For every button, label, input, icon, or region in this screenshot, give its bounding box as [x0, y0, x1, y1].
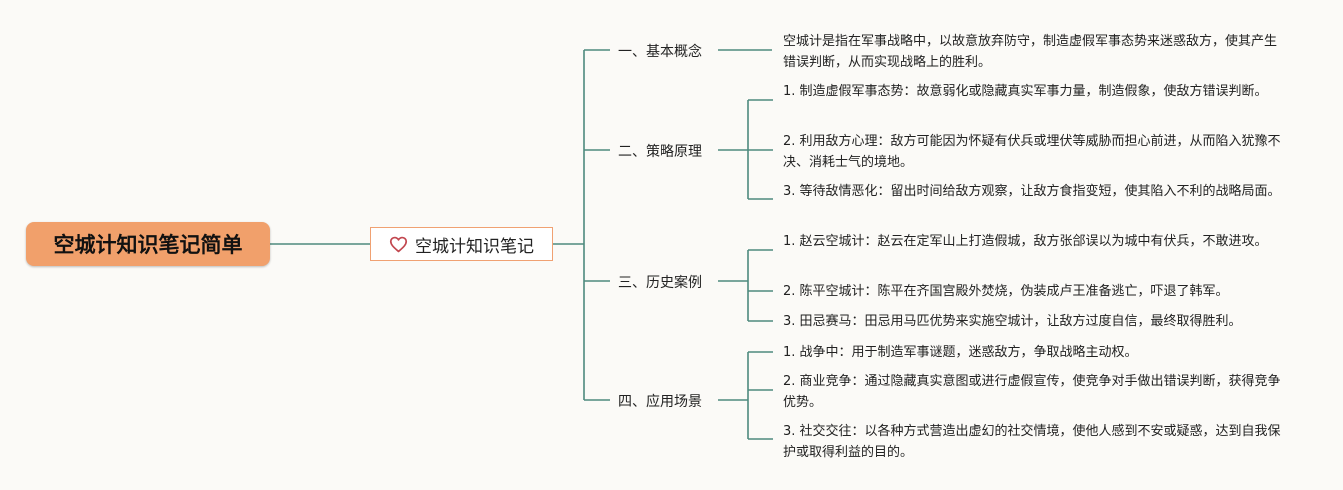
branch-label: 一、基本概念: [618, 44, 702, 60]
branch-historical-cases[interactable]: 三、历史案例: [618, 272, 702, 292]
center-label: 空城计知识笔记: [415, 236, 534, 257]
leaf-case-2[interactable]: 2. 陈平空城计：陈平在齐国宫殿外焚烧，伪装成卢王准备逃亡，吓退了韩军。: [783, 284, 1229, 299]
root-title: 空城计知识笔记简单: [53, 233, 243, 257]
branch-basic-concept[interactable]: 一、基本概念: [618, 41, 702, 61]
leaf-case-3[interactable]: 3. 田忌赛马：田忌用马匹优势来实施空城计，让敌方过度自信，最终取得胜利。: [783, 314, 1242, 329]
leaf-principle-1[interactable]: 1. 制造虚假军事态势：故意弱化或隐藏真实军事力量，制造假象，使敌方错误判断。: [783, 84, 1268, 99]
leaf-scenario-1[interactable]: 1. 战争中：用于制造军事谜题，迷惑敌方，争取战略主动权。: [783, 345, 1138, 360]
branch-application-scenarios[interactable]: 四、应用场景: [618, 391, 702, 411]
leaf-case-1[interactable]: 1. 赵云空城计：赵云在定军山上打造假城，敌方张郃误以为城中有伏兵，不敢进攻。: [783, 234, 1268, 249]
leaf-basic-concept[interactable]: 空城计是指在军事战略中，以故意放弃防守，制造虚假军事态势来迷惑敌方，使其产生错误…: [783, 34, 1278, 70]
leaf-principle-3[interactable]: 3. 等待敌情恶化：留出时间给敌方观察，让敌方食指变短，使其陷入不利的战略局面。: [783, 184, 1281, 199]
center-node[interactable]: 空城计知识笔记: [370, 227, 553, 261]
root-node[interactable]: 空城计知识笔记简单: [26, 222, 270, 266]
branch-label: 二、策略原理: [618, 144, 702, 160]
leaf-principle-2[interactable]: 2. 利用敌方心理：敌方可能因为怀疑有伏兵或埋伏等威胁而担心前进，从而陷入犹豫不…: [783, 134, 1281, 170]
heart-icon: [389, 236, 408, 253]
branch-strategy-principle[interactable]: 二、策略原理: [618, 141, 702, 161]
branch-label: 三、历史案例: [618, 275, 702, 291]
leaf-scenario-3[interactable]: 3. 社交交往：以各种方式营造出虚幻的社交情境，使他人感到不安或疑惑，达到自我保…: [783, 424, 1281, 460]
leaf-scenario-2[interactable]: 2. 商业竞争：通过隐藏真实意图或进行虚假宣传，使竞争对手做出错误判断，获得竞争…: [783, 374, 1281, 410]
branch-label: 四、应用场景: [618, 394, 702, 410]
